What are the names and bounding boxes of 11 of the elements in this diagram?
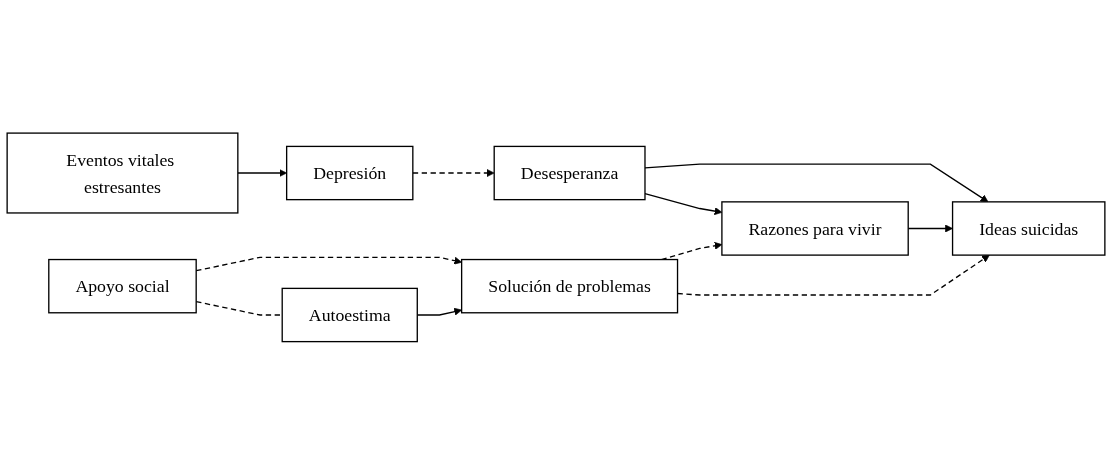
arrow [237,169,287,178]
node-box: Depresión [286,145,414,201]
node-box: Ideas suicidas [951,201,1106,256]
arrow [412,169,495,178]
node-box: Desesperanza [493,145,646,201]
node-box: Autoestima [281,287,418,343]
arrow [644,163,989,203]
node-box: Razones para vivir [721,201,909,256]
node-box: Eventos vitales estresantes [6,132,239,214]
node-box: Solución de problemas [460,259,679,314]
node-box: Apoyo social [48,259,197,314]
